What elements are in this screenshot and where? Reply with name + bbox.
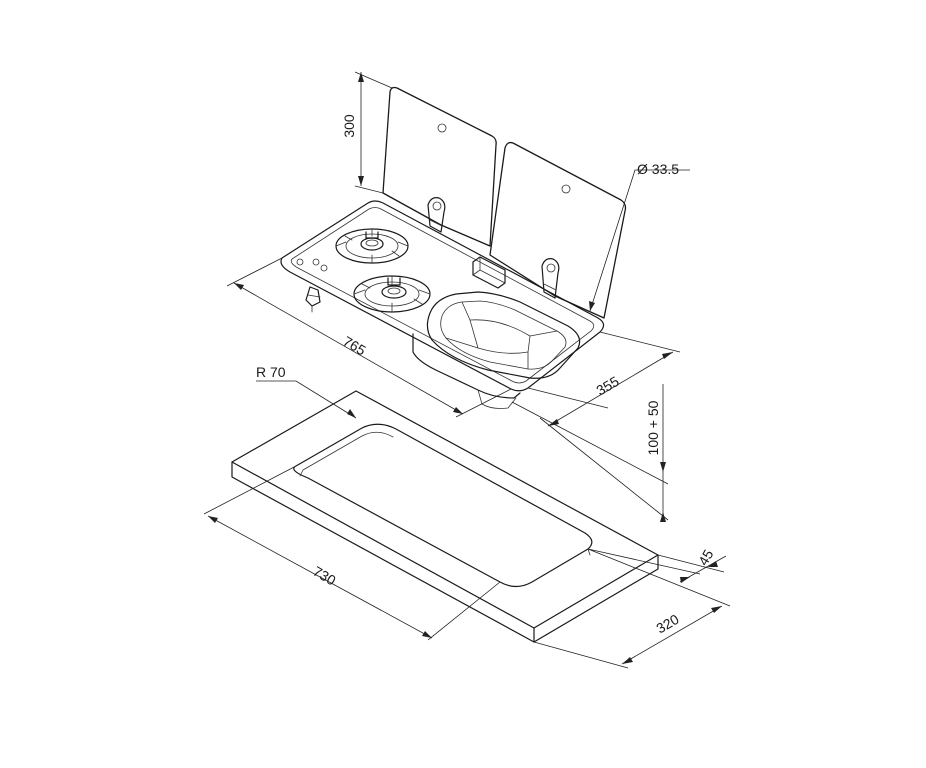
sink-basin [412, 291, 581, 409]
right-glass-lid [489, 141, 627, 319]
left-lid-hole [437, 123, 447, 133]
dimension-lines: 300 Ø 33.5 765 355 100 + 50 R 70 730 45 [203, 71, 731, 669]
dim-edge-offset: 45 [695, 547, 717, 569]
board-top-face [231, 390, 659, 629]
dim-lid-height: 300 [341, 114, 357, 138]
right-lid-hole [561, 184, 571, 194]
worktop-board [231, 390, 659, 643]
dim-tap-hole: Ø 33.5 [637, 161, 679, 177]
dim-corner-radius: R 70 [256, 364, 286, 380]
left-hinge [427, 197, 446, 233]
dim-cutout-depth: 320 [653, 611, 681, 637]
board-front-left [231, 461, 535, 643]
board-front-right [533, 554, 659, 643]
right-hinge [541, 258, 560, 299]
rear-burner [335, 228, 409, 264]
hob-sink-unit [280, 86, 627, 409]
dim-installation-height: 100 + 50 [645, 400, 661, 455]
front-burner [353, 275, 431, 313]
left-glass-lid [382, 86, 497, 247]
dim-overall-depth: 355 [593, 373, 621, 399]
dim-overall-length: 765 [340, 333, 368, 359]
gas-fittings [296, 258, 328, 313]
unit-inner-rim [290, 207, 595, 384]
